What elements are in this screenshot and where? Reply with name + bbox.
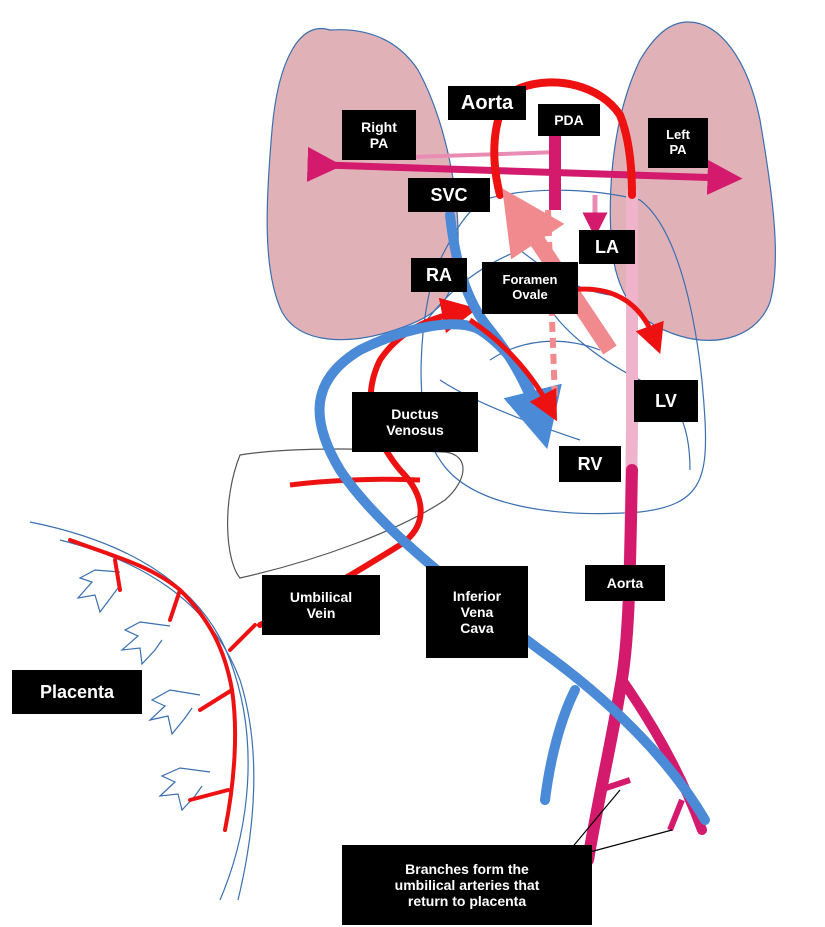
label-left-pa: Left PA	[648, 118, 708, 168]
label-ra: RA	[411, 258, 467, 292]
label-ductus-venosus: Ductus Venosus	[352, 392, 478, 452]
label-branches-note: Branches form the umbilical arteries tha…	[342, 845, 592, 925]
label-svc: SVC	[408, 178, 490, 212]
pointer-line	[590, 830, 672, 852]
label-inferior-vena-cava: Inferior Vena Cava	[426, 566, 528, 658]
label-right-pa: Right PA	[342, 110, 416, 160]
label-umbilical-vein: Umbilical Vein	[262, 575, 380, 635]
villus	[150, 690, 200, 734]
villus	[78, 570, 120, 612]
label-rv: RV	[559, 446, 621, 482]
label-aorta-bottom: Aorta	[585, 565, 665, 601]
label-lv: LV	[634, 380, 698, 422]
label-placenta: Placenta	[12, 670, 142, 714]
label-pda: PDA	[538, 104, 600, 136]
label-aorta-top: Aorta	[448, 86, 526, 120]
villus	[160, 768, 210, 810]
umbilical-artery-right	[670, 800, 682, 830]
ivc-branch	[545, 690, 575, 800]
superior-vena-cava	[450, 215, 540, 420]
label-la: LA	[579, 230, 635, 264]
villus	[122, 622, 170, 664]
label-foramen-ovale: Foramen Ovale	[482, 262, 578, 314]
